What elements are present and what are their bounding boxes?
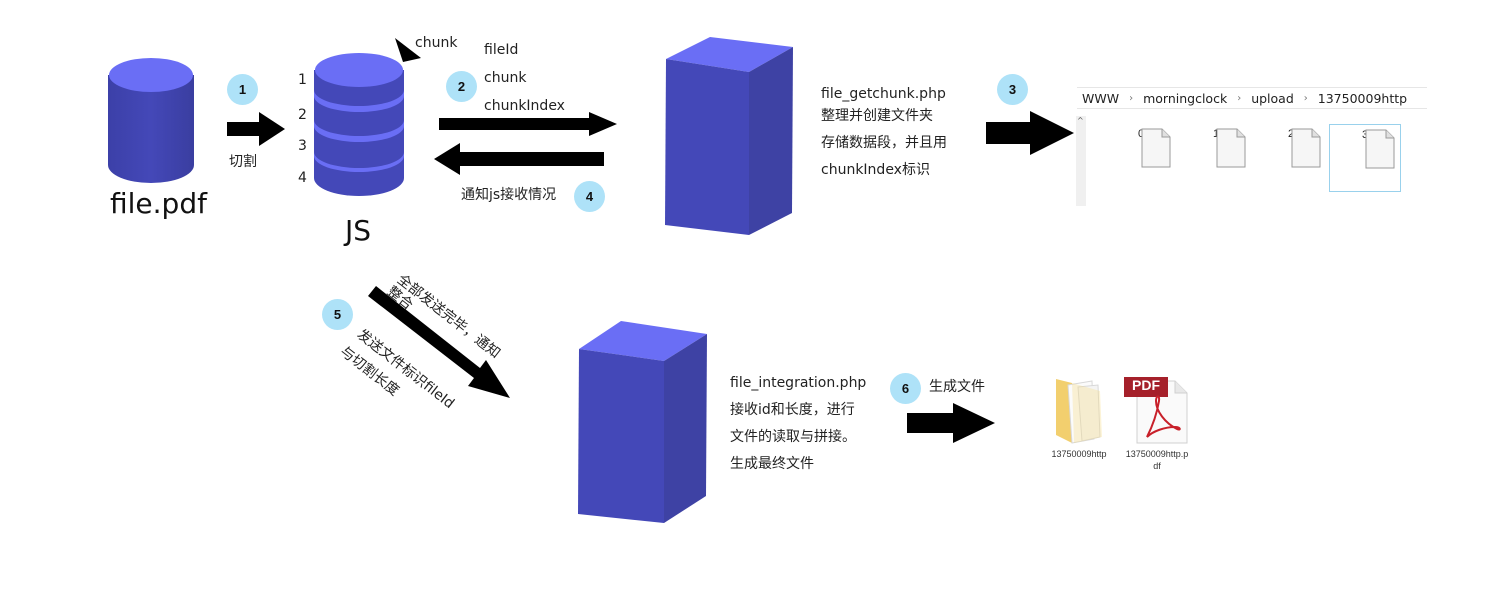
blank-file-icon	[1141, 128, 1171, 168]
arrow-left-icon	[434, 143, 604, 175]
js-chunked-database-icon	[314, 53, 404, 196]
arrow-right-icon	[907, 403, 995, 443]
arrow-right-icon	[227, 112, 285, 146]
chevron-right-icon: ›	[1303, 92, 1308, 104]
param-chunkindex: chunkIndex	[484, 98, 565, 114]
chevron-right-icon: ›	[1237, 92, 1242, 104]
arrow-diagonal-icon	[368, 286, 510, 398]
file-item[interactable]: 1	[1180, 124, 1252, 192]
chunk-number-4: 4	[298, 170, 307, 186]
file-name: 2	[1287, 128, 1295, 140]
output-pdf-label-line2: df	[1153, 461, 1161, 471]
chunk-number-2: 2	[298, 107, 307, 123]
server1-line-4: chunkIndex标识	[821, 162, 930, 178]
server2-line-4: 生成最终文件	[730, 456, 814, 472]
folder-icon	[1056, 379, 1102, 444]
step-badge-2: 2	[446, 71, 477, 102]
file-name: 3	[1361, 129, 1369, 141]
file-item-selected[interactable]: 3	[1329, 124, 1401, 192]
chevron-right-icon: ›	[1129, 92, 1134, 104]
source-file-label: file.pdf	[110, 187, 207, 220]
server2-line-1: file_integration.php	[730, 375, 867, 391]
breadcrumb-item[interactable]: morningclock	[1143, 90, 1228, 106]
output-pdf-label-line1: 13750009http.p	[1125, 449, 1189, 459]
step-badge-1: 1	[227, 74, 258, 105]
server-box-icon	[665, 37, 793, 235]
step4-label: 通知js接收情况	[461, 187, 557, 203]
server2-line-3: 文件的读取与拼接。	[730, 429, 856, 445]
chunk-number-1: 1	[298, 72, 307, 88]
server-box-icon	[578, 321, 707, 523]
step-badge-5: 5	[322, 299, 353, 330]
server1-line-3: 存储数据段，并且用	[821, 135, 947, 151]
file-database-icon	[108, 58, 194, 183]
param-fileid: fileId	[484, 42, 519, 58]
breadcrumb-item[interactable]: upload	[1251, 90, 1294, 106]
file-name: 0	[1137, 128, 1145, 140]
scroll-up-icon[interactable]: ^	[1077, 116, 1084, 125]
server2-line-2: 接收id和长度，进行	[730, 402, 855, 418]
step1-label: 切割	[229, 154, 257, 170]
file-name: 1	[1212, 128, 1220, 140]
arrow-right-icon	[986, 111, 1074, 155]
arrow-right-icon	[439, 112, 617, 136]
step-badge-6: 6	[890, 373, 921, 404]
blank-file-icon	[1365, 129, 1395, 169]
server1-line-1: file_getchunk.php	[821, 86, 946, 102]
js-label: JS	[345, 214, 372, 247]
chunk-number-3: 3	[298, 138, 307, 154]
breadcrumb-item[interactable]: WWW	[1082, 90, 1120, 106]
chunk-pointer-icon	[395, 38, 421, 62]
blank-file-icon	[1291, 128, 1321, 168]
breadcrumb-item[interactable]: 13750009http	[1317, 90, 1408, 106]
server1-line-2: 整理并创建文件夹	[821, 108, 933, 124]
step-badge-3: 3	[997, 74, 1028, 105]
pdf-badge-text: PDF	[1132, 377, 1160, 393]
output-folder-label: 13750009http	[1051, 449, 1107, 459]
breadcrumb: WWW › morningclock › upload › 13750009ht…	[1077, 87, 1427, 109]
step6-label: 生成文件	[929, 379, 985, 395]
scrollbar[interactable]: ^	[1076, 116, 1086, 206]
file-item[interactable]: 2	[1255, 124, 1327, 192]
chunk-pointer-label: chunk	[415, 35, 458, 51]
pdf-file-icon	[1124, 377, 1188, 444]
blank-file-icon	[1216, 128, 1246, 168]
param-chunk: chunk	[484, 70, 527, 86]
step-badge-4: 4	[574, 181, 605, 212]
file-item[interactable]: 0	[1105, 124, 1177, 192]
